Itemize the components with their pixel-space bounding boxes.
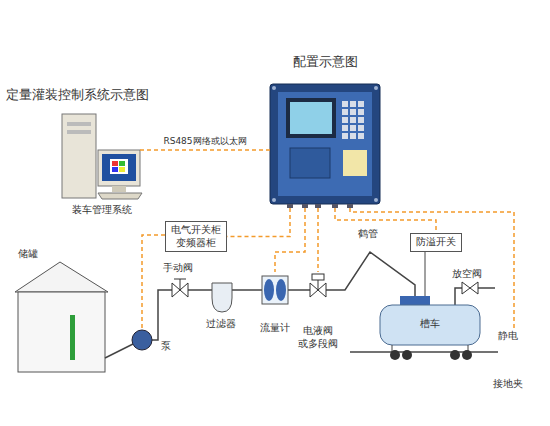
manual-valve-symbol <box>172 279 188 297</box>
node-text: 静电 <box>498 330 518 343</box>
valve-label: 手动阀 <box>163 262 193 274</box>
pump-symbol <box>132 330 152 350</box>
node-text: 配置示意图 <box>293 54 358 70</box>
vent-valve-label: 放空阀 <box>452 268 482 280</box>
node-text: 电气开关柜 变频器柜 <box>171 224 221 249</box>
ground-clamp-node: 静电接地夹 <box>484 330 532 390</box>
truck-label: 槽车 <box>420 318 440 330</box>
vent-valve-symbol <box>462 282 478 294</box>
controller-cabinet <box>270 84 380 208</box>
signal-line <box>227 208 290 237</box>
level-gauge <box>70 315 75 360</box>
node-text: 电液阀 或多段阀 <box>298 325 338 350</box>
valve-node: 电液阀 或多段阀 <box>296 272 340 350</box>
cabinet-box: 电气开关柜 变频器柜 <box>165 221 227 252</box>
signal-line <box>350 208 514 330</box>
node-text: 装车管理系统 <box>72 204 132 217</box>
filter-symbol <box>212 283 232 312</box>
node-text: 防溢开关 <box>416 236 456 249</box>
control-valve-symbol <box>310 274 326 297</box>
signal-line <box>275 208 305 272</box>
signal-line <box>317 208 319 272</box>
pump-label: 泵 <box>161 340 171 352</box>
signal-wire <box>142 235 165 329</box>
node-text: 接地夹 <box>493 378 523 391</box>
edge-label: RS485网络或以太网 <box>162 135 247 148</box>
filter-label: 过滤器 <box>206 318 236 330</box>
controller-node: 配置示意图 <box>266 54 384 208</box>
overflow-probe <box>425 252 426 296</box>
flowmeter-symbol <box>262 276 288 304</box>
tank-label: 储罐 <box>18 248 38 260</box>
overflow-switch-box: 防溢开关 <box>410 233 462 252</box>
flowmeter-node: 流量计 <box>255 272 295 334</box>
computer-node: 装车管理系统 <box>58 110 146 216</box>
crane-pipe-label: 鹤管 <box>358 228 378 240</box>
tank-roof <box>15 262 108 292</box>
tank-truck <box>350 296 498 360</box>
node-text: 流量计 <box>260 322 290 335</box>
signal-line <box>140 149 270 151</box>
tank-body <box>18 292 105 372</box>
computer-icon <box>62 114 142 199</box>
diagram-title: 定量灌装控制系统示意图 <box>6 86 149 104</box>
pipeline <box>105 252 495 358</box>
